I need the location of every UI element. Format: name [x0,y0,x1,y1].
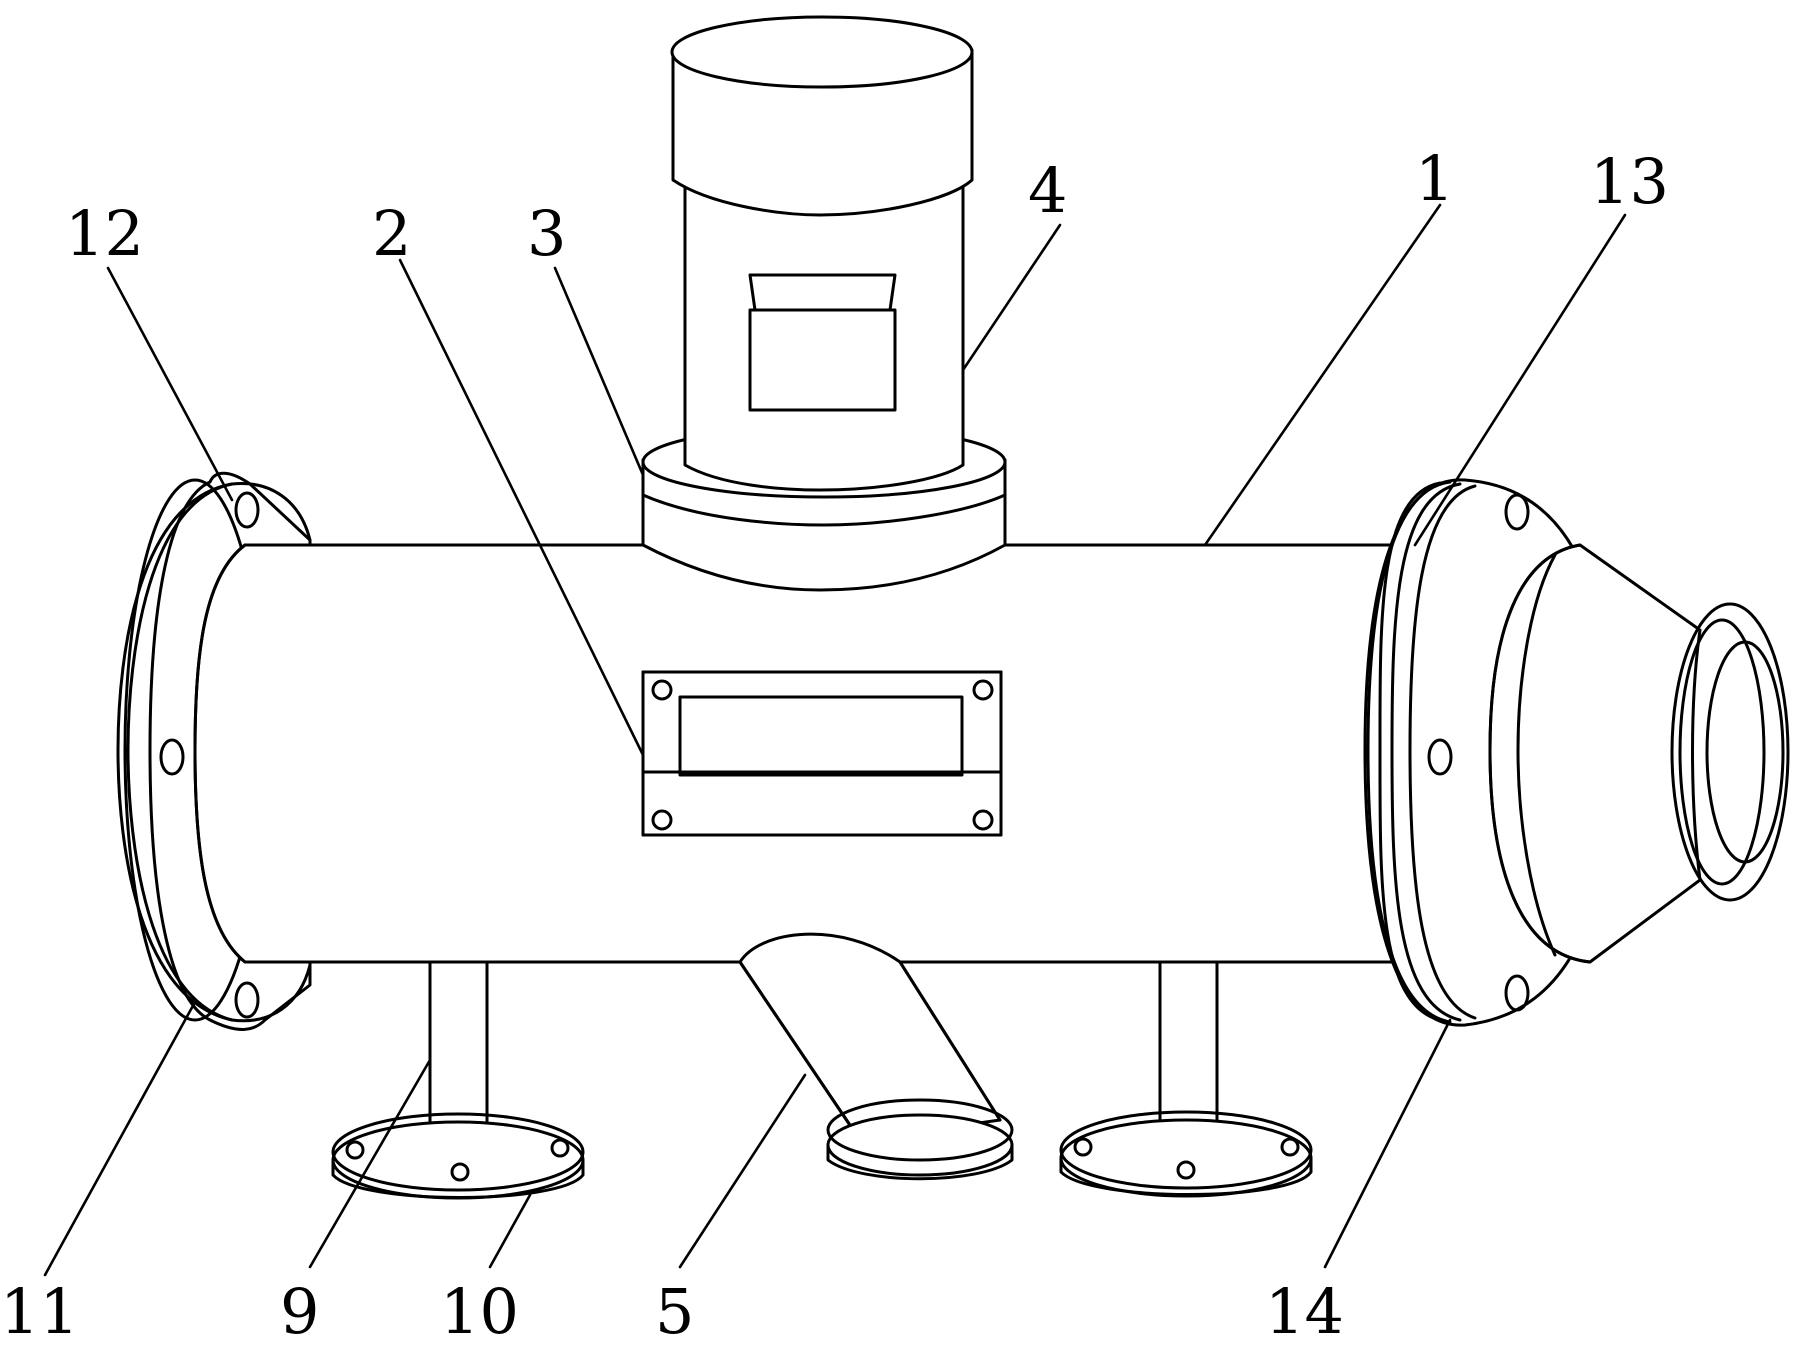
label-12: 12 [65,197,144,270]
leader-4 [961,223,1062,372]
outlet-reducer [1488,543,1790,964]
bolt-hole [234,981,260,1019]
junction-box [748,308,897,412]
label-1: 1 [1415,142,1454,215]
inspection-window [641,670,1003,837]
leader-13 [1413,213,1627,547]
bolt-hole [1280,1137,1300,1157]
bolt-hole [651,809,673,831]
label-2: 2 [372,197,411,270]
discharge-elbow [738,932,1014,1181]
label-13: 13 [1590,145,1669,218]
bolt-hole [345,1140,365,1160]
label-4: 4 [1028,154,1067,227]
leader-1 [1203,203,1442,547]
bolt-hole [1504,974,1530,1012]
leader-10 [488,1193,532,1269]
leader-14 [1323,1018,1452,1269]
leader-12 [106,266,234,502]
bolt-hole [651,679,673,701]
bolt-hole [1504,493,1530,531]
motor-assembly [641,15,1007,592]
leader-3 [553,266,645,477]
leader-5 [678,1073,807,1269]
reference-numerals: 1 2 3 4 5 9 10 11 12 13 14 [0,142,1669,1348]
label-11: 11 [0,1275,79,1348]
bolt-hole [550,1138,570,1158]
label-3: 3 [527,197,566,270]
label-14: 14 [1265,1275,1344,1348]
bolt-hole [450,1162,470,1182]
leader-9 [308,1058,432,1269]
bolt-hole [159,738,185,776]
leader-lines [43,203,1627,1277]
bolt-hole [234,491,260,529]
bolt-hole [972,809,994,831]
label-10: 10 [440,1275,519,1348]
bolt-hole [1427,738,1453,776]
bolt-hole [1176,1160,1196,1180]
right-support [1059,960,1313,1198]
leader-2 [398,258,645,757]
label-5: 5 [655,1275,694,1348]
left-support [331,960,585,1200]
label-9: 9 [280,1275,319,1348]
bolt-hole [1073,1137,1093,1157]
leader-11 [43,1000,197,1277]
bolt-hole [972,679,994,701]
